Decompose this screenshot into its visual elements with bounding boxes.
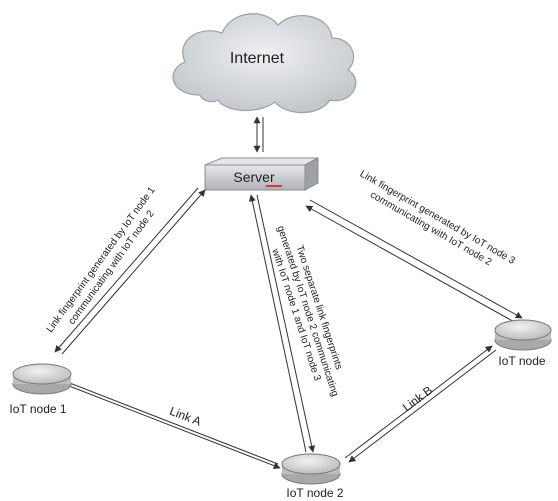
server-front-face xyxy=(204,164,306,191)
annotation-node3-fingerprint: Link fingerprint generated by IoT node 3… xyxy=(358,169,517,269)
iot-node-3: IoT node xyxy=(494,319,552,368)
iot-node-3-label: IoT node xyxy=(498,354,545,368)
iot-node-1: IoT node 1 xyxy=(9,363,72,416)
iot-node-2: IoT node 2 xyxy=(281,453,344,500)
link-a-connector xyxy=(61,379,281,469)
server-top-face xyxy=(204,157,319,166)
link-a-label: Link A xyxy=(168,404,204,429)
server-node2-connector xyxy=(248,194,316,453)
server-node1-connector xyxy=(54,187,206,355)
iot-node-2-label: IoT node 2 xyxy=(286,486,343,500)
iot-node-1-top xyxy=(12,363,72,385)
iot-node-1-label: IoT node 1 xyxy=(9,402,66,416)
server-label: Server xyxy=(233,169,275,185)
annotation-node1-fingerprint: Link fingerprint generated by IoT node 1… xyxy=(45,185,158,335)
annotation-right-line1: Link fingerprint generated by IoT node 3 xyxy=(358,169,517,267)
iot-node-2-top xyxy=(281,453,341,475)
link-b-connector xyxy=(344,345,497,463)
server-node3-connector xyxy=(305,199,523,325)
annotation-left-line2: communicating with IoT node 2 xyxy=(67,208,157,327)
internet-cloud: Internet xyxy=(172,13,357,114)
cloud-server-connector xyxy=(253,116,264,153)
server: Server xyxy=(204,157,319,191)
annotation-node2-fingerprints: Two separate link fingerprints generated… xyxy=(269,224,344,397)
iot-node-3-top xyxy=(494,319,552,341)
annotation-middle-line2: generated by IoT node 2 communicating xyxy=(275,224,341,397)
annotation-right-line2: communicating with IoT node 2 xyxy=(368,190,494,269)
annotation-left-line1: Link fingerprint generated by IoT node 1 xyxy=(45,185,158,335)
server-side-face xyxy=(304,157,319,191)
cloud-shape xyxy=(172,13,357,114)
cloud-label: Internet xyxy=(230,50,285,67)
